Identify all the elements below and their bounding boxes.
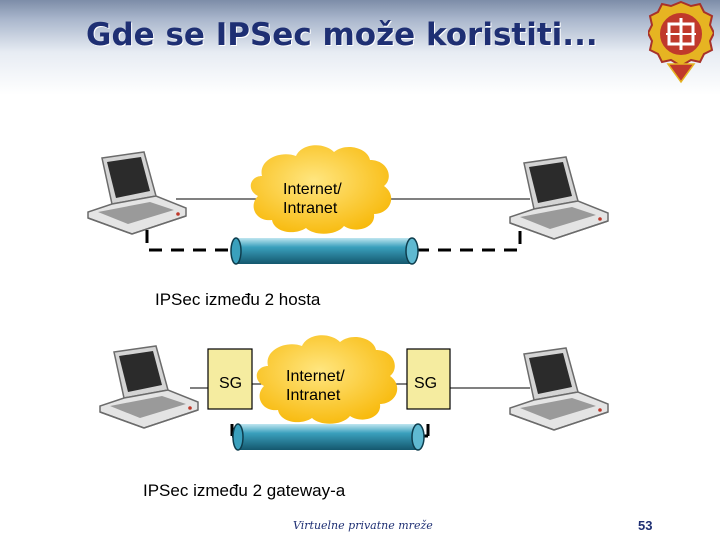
bottom-tunnel-pipe-icon: [232, 423, 425, 451]
bottom-diagram-caption: IPSec između 2 gateway-a: [143, 481, 346, 500]
slide-title: Gde se IPSec može koristiti...: [86, 17, 598, 53]
footer-text: Virtuelne privatne mreže: [293, 519, 433, 532]
bottom-right-laptop-icon: [509, 347, 609, 431]
left-gateway-label: SG: [219, 375, 243, 392]
right-gateway-label: SG: [414, 375, 438, 392]
top-diagram-caption: IPSec između 2 hosta: [155, 290, 321, 309]
top-left-dashed-path: [145, 230, 236, 252]
top-tunnel-pipe-icon: [230, 237, 419, 265]
top-left-laptop-icon: [87, 151, 187, 235]
top-right-laptop-icon: [509, 156, 609, 240]
bottom-left-laptop-icon: [99, 345, 199, 429]
header-band: [0, 0, 720, 95]
bottom-cloud-icon: [256, 335, 398, 424]
top-cloud-label: Internet/ Intranet: [283, 181, 342, 217]
page-number: 53: [638, 518, 653, 533]
bottom-cloud-label: Internet/ Intranet: [286, 368, 345, 404]
top-right-dashed-path: [416, 222, 522, 252]
top-cloud-icon: [250, 145, 392, 234]
right-security-gateway-box: [406, 348, 451, 410]
university-logo-icon: [648, 0, 714, 84]
left-security-gateway-box: [207, 348, 253, 410]
